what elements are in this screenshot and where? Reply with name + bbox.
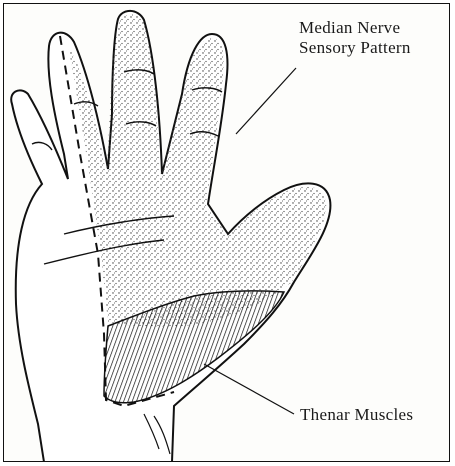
hand-illustration [4, 4, 450, 462]
median-nerve-label-line1: Median Nerve [299, 18, 411, 38]
thenar-muscles-label: Thenar Muscles [300, 405, 413, 425]
median-leader-line [236, 68, 296, 134]
median-nerve-label: Median Nerve Sensory Pattern [299, 18, 411, 58]
thenar-leader-line [204, 364, 294, 414]
median-sensory-area [68, 14, 326, 327]
median-nerve-label-line2: Sensory Pattern [299, 38, 411, 58]
diagram-frame: Median Nerve Sensory Pattern Thenar Musc… [3, 3, 450, 462]
